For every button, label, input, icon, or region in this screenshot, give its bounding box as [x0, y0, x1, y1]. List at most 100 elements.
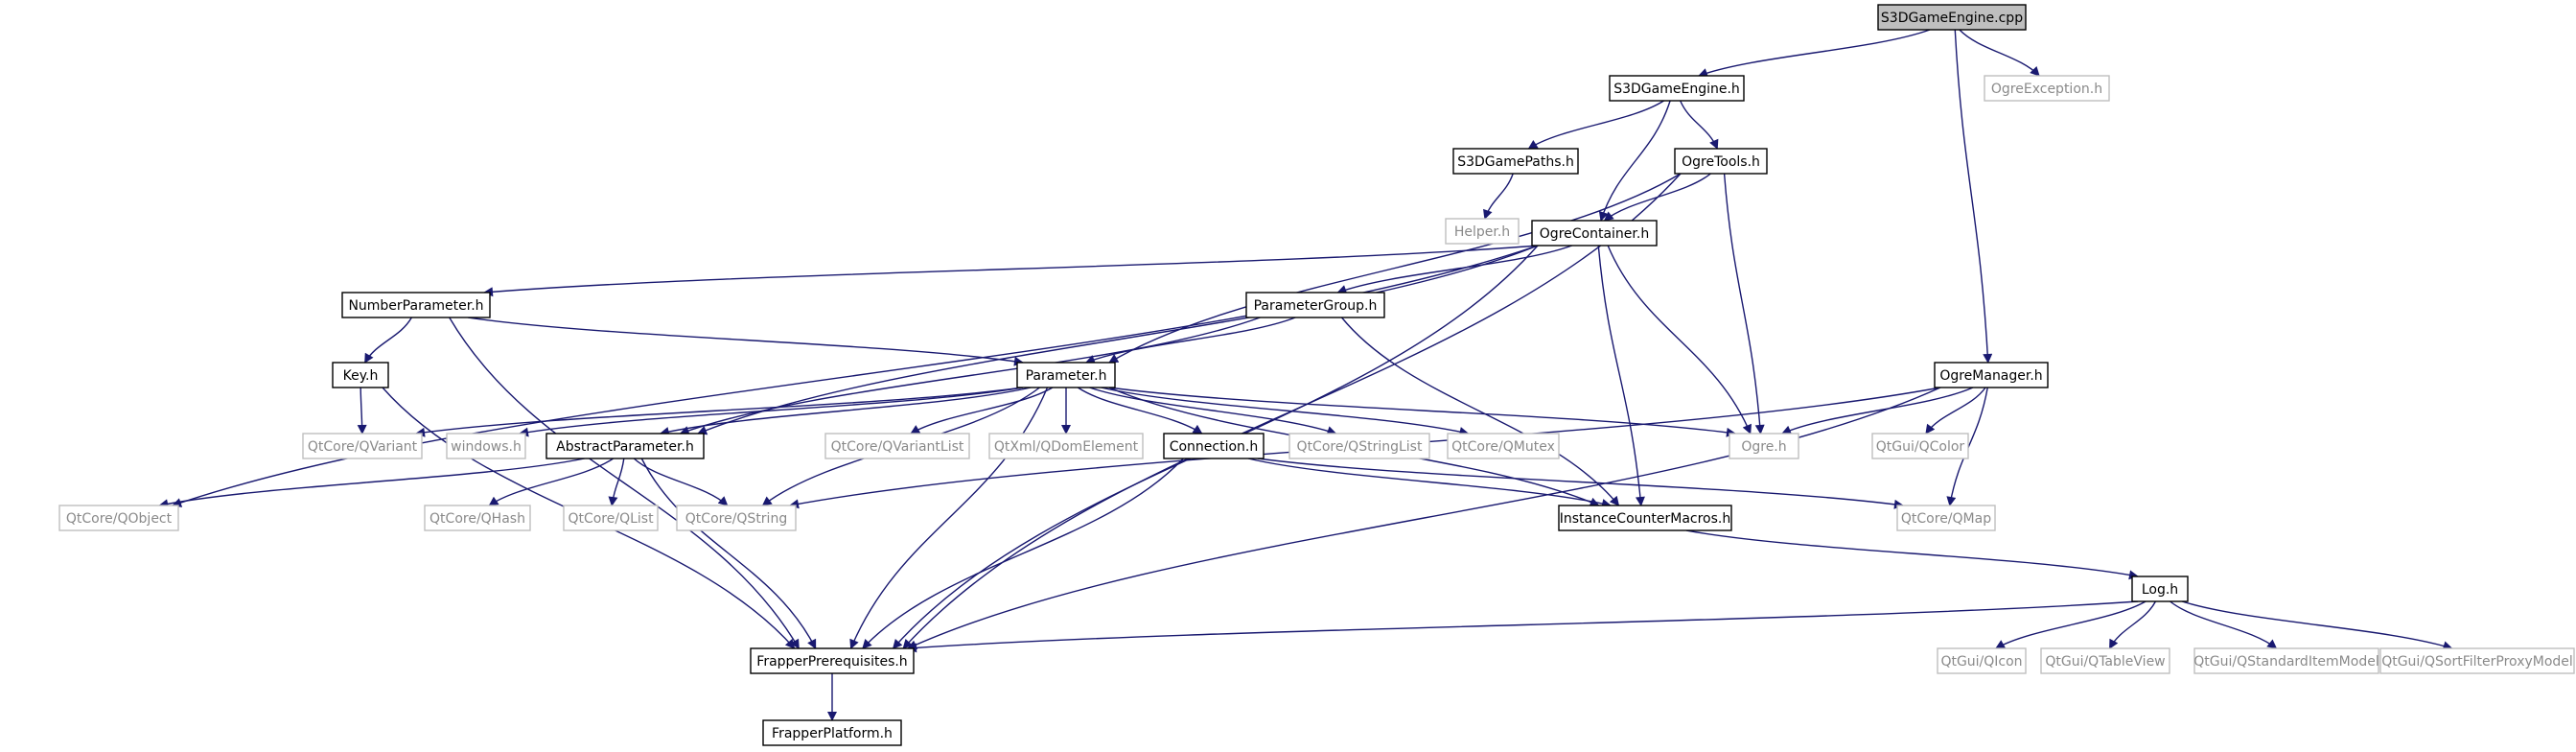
node-box	[1016, 362, 1116, 388]
node-qtxml-qdomelement[interactable]: QtXml/QDomElement	[988, 433, 1144, 459]
edge-numparam-to-param	[468, 317, 1024, 366]
edge-s3dh-to-ogretools	[1680, 100, 1719, 150]
edge-line	[415, 387, 1024, 437]
node-key-h[interactable]: Key.h	[332, 362, 389, 388]
node-box	[676, 505, 797, 531]
node-qtgui-qcolor[interactable]: QtGui/QColor	[1871, 433, 1969, 459]
edge-line	[659, 387, 1032, 436]
edge-param-to-frapperpre	[849, 387, 1049, 649]
node-qtgui-qicon[interactable]: QtGui/QIcon	[1937, 647, 2027, 674]
node-label: Helper.h	[1454, 224, 1510, 240]
edge-ogrecont-to-paramgroup	[1336, 245, 1572, 294]
node-box	[1163, 433, 1265, 459]
edge-line	[1680, 100, 1719, 150]
node-parametergroup-h[interactable]: ParameterGroup.h	[1245, 292, 1385, 318]
node-ogremanager-h[interactable]: OgreManager.h	[1934, 362, 2049, 388]
edge-line	[1959, 29, 2040, 77]
node-instancecountermacros-h[interactable]: InstanceCounterMacros.h	[1558, 505, 1732, 531]
edge-line	[1954, 29, 1993, 364]
node-box	[1877, 4, 2027, 31]
node-frapperplatform-h[interactable]: FrapperPlatform.h	[762, 719, 902, 746]
node-s3dgamepaths-h[interactable]: S3DGamePaths.h	[1452, 148, 1579, 175]
node-qtgui-qstandarditemmodel[interactable]: QtGui/QStandardItemModel	[2193, 647, 2379, 674]
node-ogrecontainer-h[interactable]: OgreContainer.h	[1531, 220, 1658, 247]
node-qtcore-qobject[interactable]: QtCore/QObject	[58, 505, 179, 531]
node-label: QtCore/QHash	[429, 511, 525, 527]
edge-line	[640, 458, 817, 649]
node-label: QtXml/QDomElement	[994, 439, 1139, 455]
edge-line	[1685, 529, 2139, 580]
edge-s3dh-to-s3dpaths	[1527, 100, 1664, 150]
node-box	[446, 433, 526, 459]
edge-connection-to-qmap	[1257, 458, 1904, 509]
node-numberparameter-h[interactable]: NumberParameter.h	[341, 292, 491, 318]
edge-line	[1527, 100, 1664, 150]
node-qtgui-qsortfilterproxymodel[interactable]: QtGui/QSortFilterProxyModel	[2379, 647, 2575, 674]
node-label: QtCore/QObject	[66, 511, 173, 527]
edge-line	[2181, 600, 2453, 651]
node-label: Log.h	[2142, 582, 2178, 598]
node-parameter-h[interactable]: Parameter.h	[1016, 362, 1116, 388]
edge-line	[679, 317, 1261, 435]
edge-param-to-qvariantlist	[910, 387, 1054, 435]
edge-line	[357, 387, 367, 435]
edge-line	[849, 387, 1049, 649]
node-label: S3DGamePaths.h	[1457, 154, 1574, 170]
node-ogreexception-h[interactable]: OgreException.h	[1984, 75, 2110, 102]
edges-layer	[158, 29, 2453, 721]
node-qtcore-qlist[interactable]: QtCore/QList	[563, 505, 659, 531]
node-box	[1729, 433, 1799, 459]
edge-line	[2170, 600, 2278, 649]
edge-ogrecont-to-numparam	[483, 245, 1539, 297]
node-ogretools-h[interactable]: OgreTools.h	[1674, 148, 1768, 175]
node-qtcore-qvariant[interactable]: QtCore/QVariant	[302, 433, 423, 459]
edge-log-to-qicon	[1995, 600, 2147, 649]
edge-absparam-to-qobject	[158, 458, 585, 509]
node-label: InstanceCounterMacros.h	[1560, 511, 1730, 527]
node-box	[1288, 433, 1430, 459]
node-label: QtCore/QVariant	[308, 439, 418, 455]
node-qtgui-qtableview[interactable]: QtGui/QTableView	[2040, 647, 2170, 674]
node-log-h[interactable]: Log.h	[2131, 576, 2189, 602]
edge-line	[158, 458, 585, 509]
node-box	[1896, 505, 1996, 531]
edge-numparam-to-frapperpre	[449, 317, 800, 649]
node-label: QtGui/QColor	[1876, 439, 1965, 455]
node-qtcore-qhash[interactable]: QtCore/QHash	[424, 505, 531, 531]
edge-line	[1483, 173, 1514, 220]
node-box	[1674, 148, 1768, 175]
edge-line	[1607, 245, 1752, 435]
edge-param-to-ogreh	[1108, 387, 1736, 437]
node-helper-h[interactable]: Helper.h	[1445, 218, 1520, 245]
node-abstractparameter-h[interactable]: AbstractParameter.h	[545, 433, 705, 459]
edge-line	[1077, 387, 1203, 435]
node-connection-h[interactable]: Connection.h	[1163, 433, 1265, 459]
node-box	[988, 433, 1144, 459]
node-s3dgameengine-cpp[interactable]: S3DGameEngine.cpp	[1877, 4, 2027, 31]
node-box	[2193, 647, 2379, 674]
node-box	[341, 292, 491, 318]
edge-line	[1247, 458, 1612, 508]
edge-line	[1698, 29, 1931, 78]
node-frapperprerequisites-h[interactable]: FrapperPrerequisites.h	[750, 647, 915, 674]
edge-line	[483, 245, 1539, 297]
node-qtcore-qvariantlist[interactable]: QtCore/QVariantList	[824, 433, 970, 459]
node-qtcore-qstring[interactable]: QtCore/QString	[676, 505, 797, 531]
node-qtcore-qmutex[interactable]: QtCore/QMutex	[1447, 433, 1560, 459]
node-box	[1871, 433, 1969, 459]
node-label: NumberParameter.h	[348, 298, 483, 314]
edge-param-to-qstringlist	[1089, 387, 1337, 435]
node-label: QtGui/QTableView	[2045, 654, 2165, 670]
node-qtcore-qmap[interactable]: QtCore/QMap	[1896, 505, 1996, 531]
node-ogre-h[interactable]: Ogre.h	[1729, 433, 1799, 459]
edge-line	[1336, 245, 1572, 294]
node-s3dgameengine-h[interactable]: S3DGameEngine.h	[1609, 75, 1745, 102]
node-label: OgreException.h	[1991, 82, 2102, 97]
node-qtcore-qstringlist[interactable]: QtCore/QStringList	[1288, 433, 1430, 459]
edge-line	[1108, 173, 1682, 364]
edge-numparam-to-key	[364, 317, 412, 364]
node-windows-h[interactable]: windows.h	[446, 433, 526, 459]
node-box	[2379, 647, 2575, 674]
node-box	[302, 433, 423, 459]
